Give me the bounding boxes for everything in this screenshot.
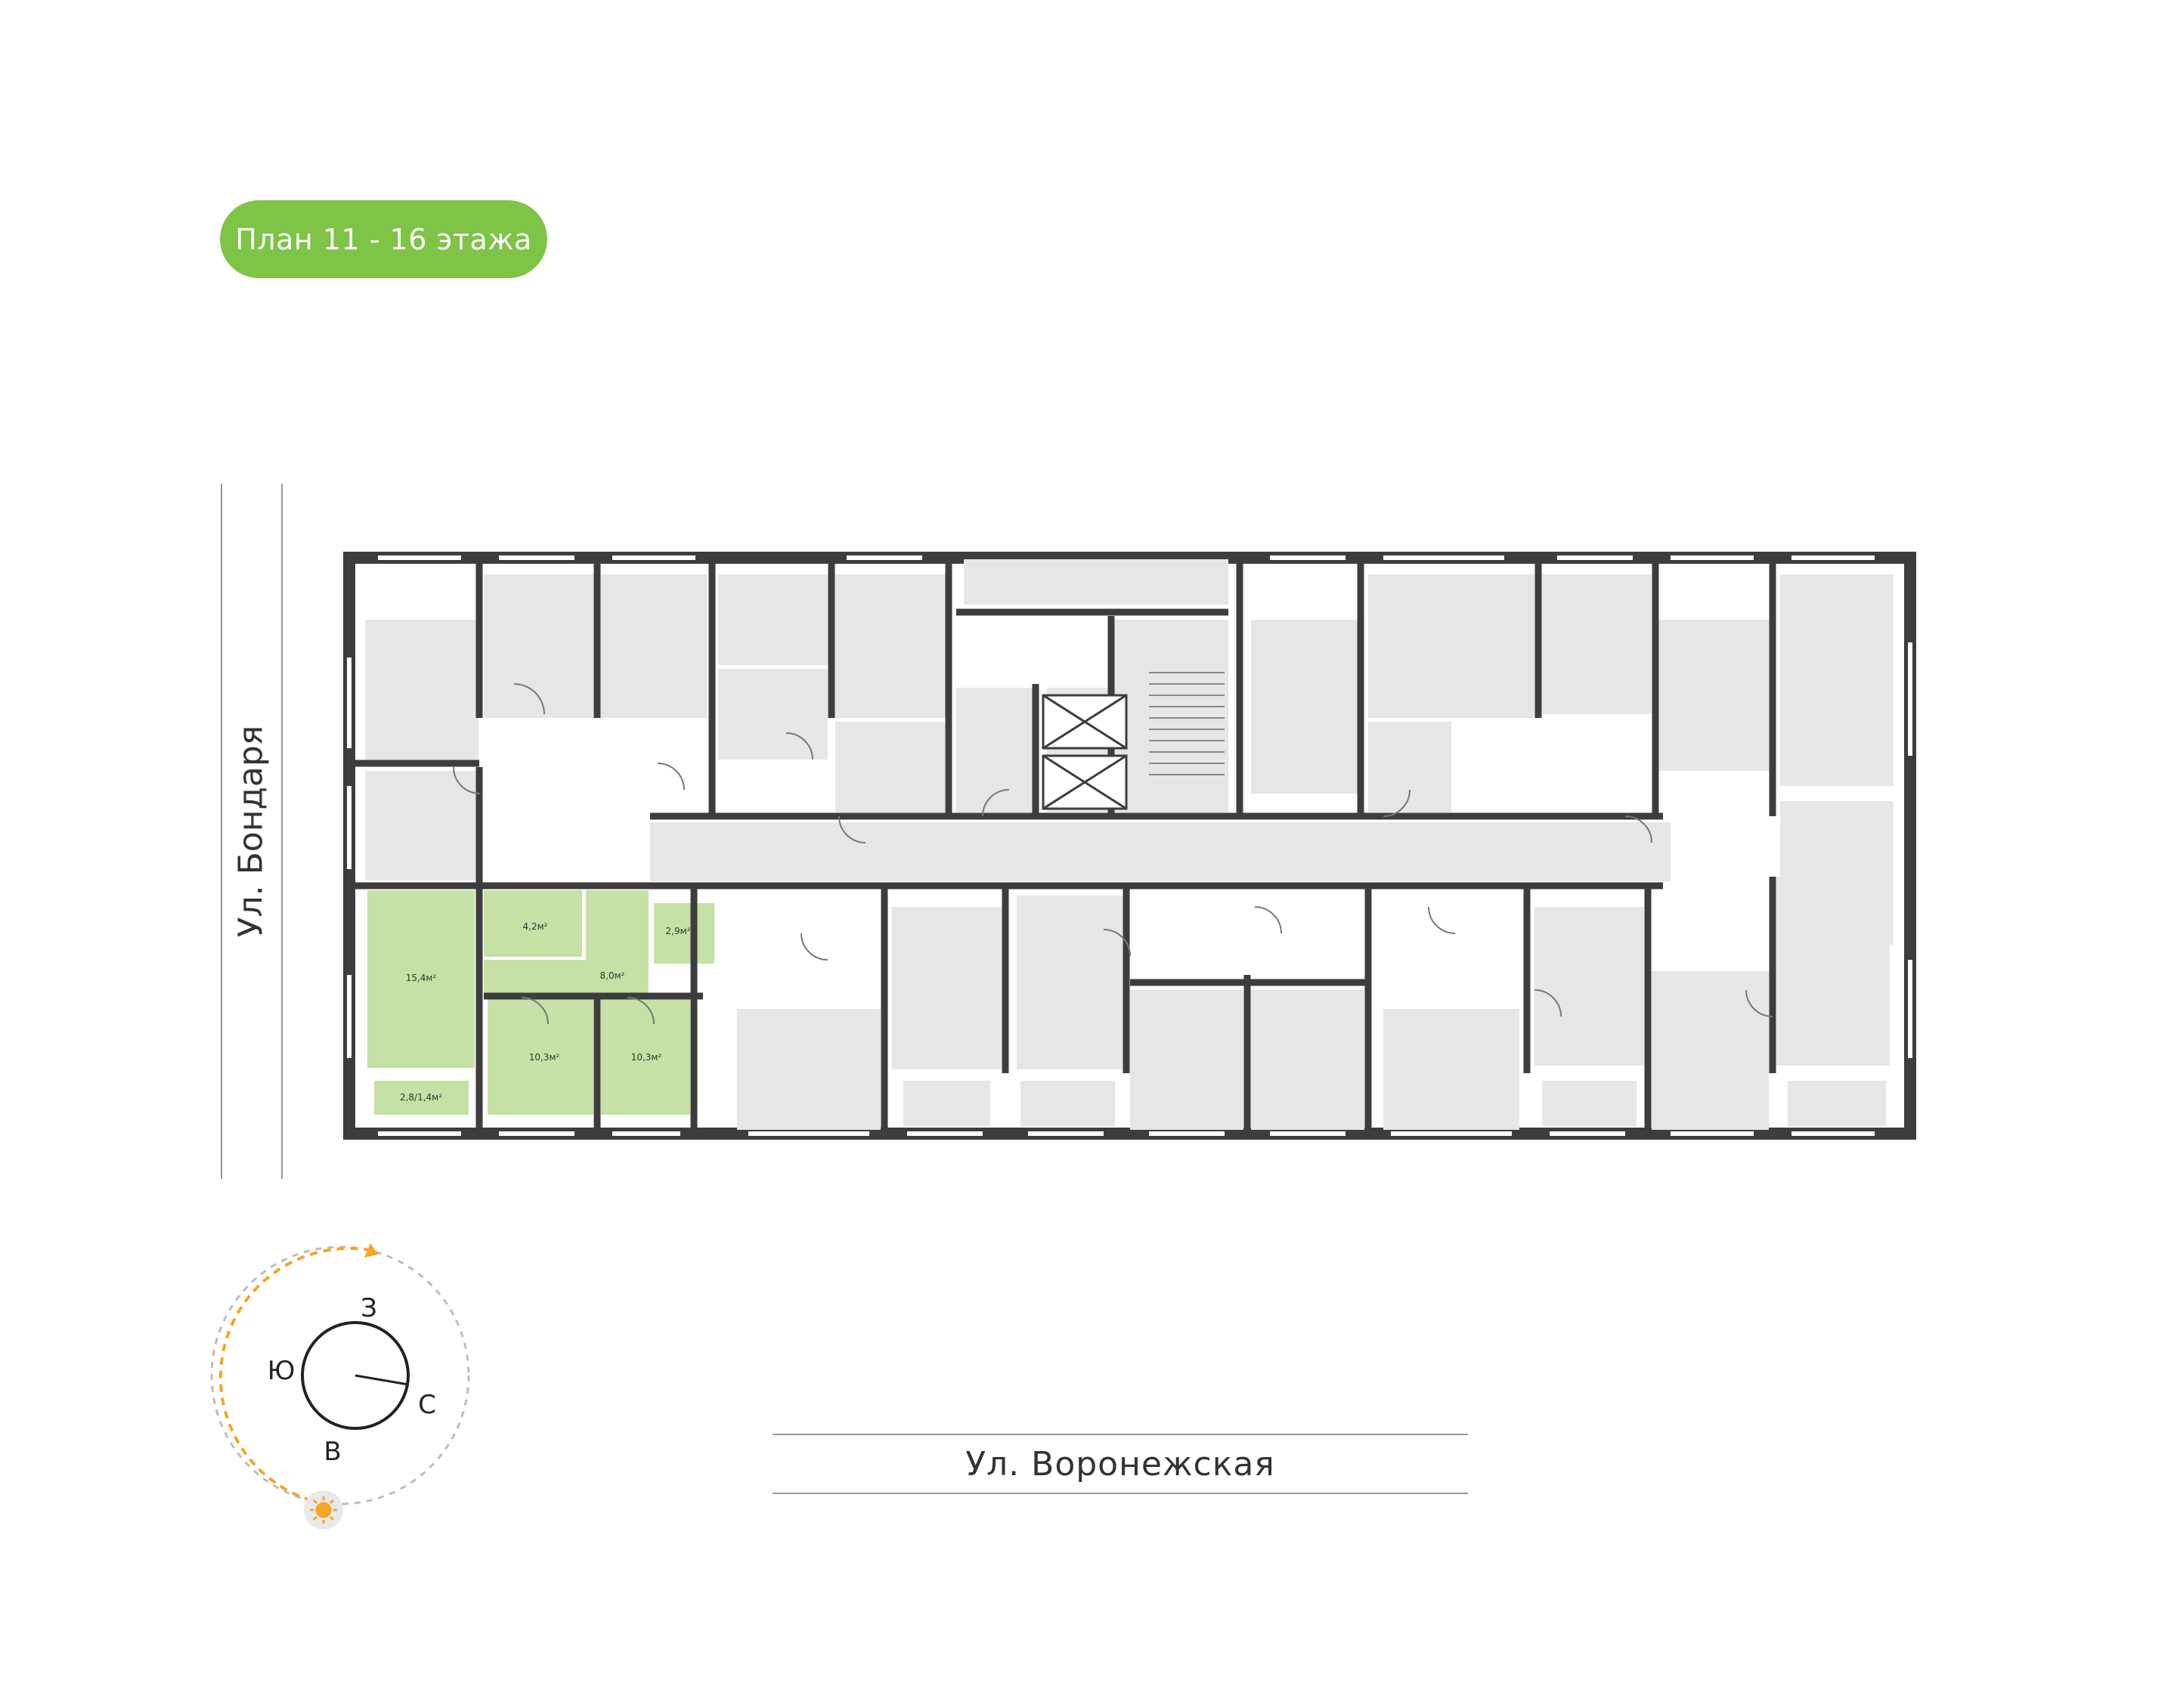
room [1368,574,1534,718]
room-8-0 [484,960,649,994]
room-label: 15,4м² [406,973,437,983]
room [1542,574,1652,714]
elevators [1042,694,1128,810]
room [484,574,596,718]
stairs [1115,620,1228,812]
compass-south: Ю [268,1356,296,1386]
compass-north: С [418,1390,436,1420]
room [718,669,828,760]
compass-needle [355,1374,409,1386]
corridor [650,822,1671,881]
room [1251,620,1364,794]
room-2-9 [654,903,714,964]
compass-east: В [324,1437,341,1467]
room [718,574,831,665]
room [365,620,478,767]
room [892,907,1002,1069]
room-10-3-a [488,999,593,1115]
balcony [903,1081,990,1126]
room [964,559,1228,605]
room [835,722,945,812]
room-15-4 [367,890,475,1068]
room [956,688,1039,812]
room-label: 2,9м² [666,926,691,936]
compass-west: З [361,1293,377,1323]
room [365,771,478,880]
plan-title-badge: План 11 - 16 этажа [220,200,547,278]
room [1130,990,1243,1130]
room [1383,1009,1519,1130]
room [737,1009,881,1130]
room [1017,896,1126,1069]
room [1251,990,1364,1130]
room [1534,907,1644,1066]
room [1652,971,1769,1130]
balcony [1788,1081,1886,1126]
room [835,574,949,718]
street-bondarya-strip [221,484,283,1179]
room [1368,722,1451,812]
room [601,574,707,718]
windows [347,555,1912,1136]
interior-walls [355,563,1776,1130]
room-label: 4,2м² [523,921,548,932]
sun-path-arrow [218,1246,375,1505]
highlighted-apartment [367,890,714,1115]
bottom-rooms [737,877,1890,1130]
sun-orbit [210,1245,470,1505]
room [1780,574,1894,786]
room-label: 10,3м² [529,1052,560,1063]
street-voronezhskaya-label: Ул. Воронежская [773,1434,1468,1494]
room [1659,620,1769,771]
room-label: 8,0м² [600,970,625,981]
staircase [1149,672,1225,775]
sun-icon [310,1496,337,1524]
balcony [1020,1081,1115,1126]
room [1776,877,1890,1066]
compass-circle [301,1321,410,1430]
room-label: 10,3м² [631,1052,662,1063]
compass: З Ю С В [210,1243,470,1530]
sun-path-arrowhead [364,1243,378,1258]
balcony [1542,1081,1637,1126]
room-4-2 [484,890,582,957]
balcony-2-8 [374,1081,469,1115]
doors [453,683,1773,1025]
room-label: 2,8/1,4м² [400,1092,442,1103]
room-8-0-part [586,890,649,960]
room-10-3-b [601,999,690,1115]
